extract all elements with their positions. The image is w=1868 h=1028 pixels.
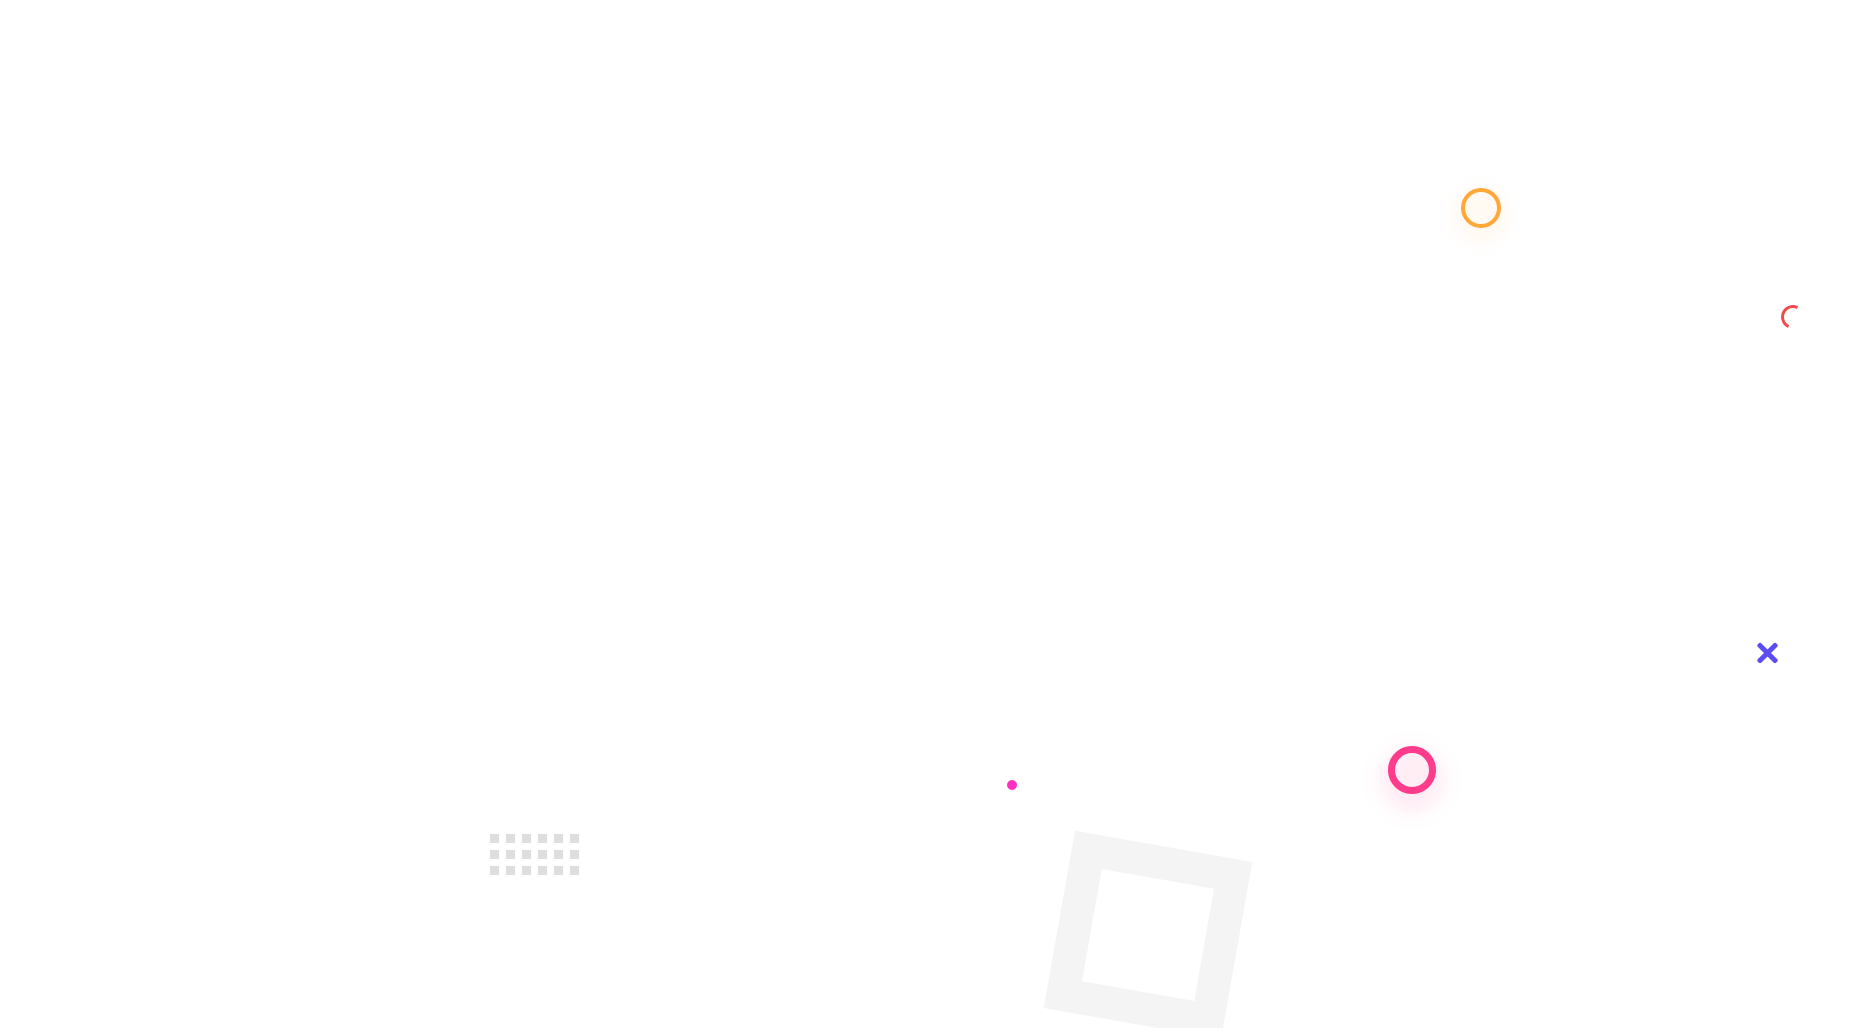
grid-dot [538, 850, 547, 859]
grid-dot [522, 850, 531, 859]
orange-ring [1461, 188, 1501, 228]
grid-dot [506, 866, 515, 875]
gray-square-outline [1043, 830, 1253, 1028]
grid-dot [506, 834, 515, 843]
grid-dot [570, 850, 579, 859]
gray-dot-grid [490, 834, 579, 875]
grid-dot [506, 850, 515, 859]
purple-cross-icon [1754, 640, 1780, 666]
grid-dot [554, 866, 563, 875]
grid-dot [570, 866, 579, 875]
grid-dot [522, 834, 531, 843]
grid-dot [538, 834, 547, 843]
grid-dot [538, 866, 547, 875]
red-arc [1777, 301, 1809, 333]
pink-ring [1388, 746, 1436, 794]
grid-dot [490, 834, 499, 843]
grid-dot [554, 834, 563, 843]
grid-dot [490, 850, 499, 859]
grid-dot [522, 866, 531, 875]
magenta-dot [1007, 780, 1017, 790]
grid-dot [570, 834, 579, 843]
grid-dot [554, 850, 563, 859]
grid-dot [490, 866, 499, 875]
